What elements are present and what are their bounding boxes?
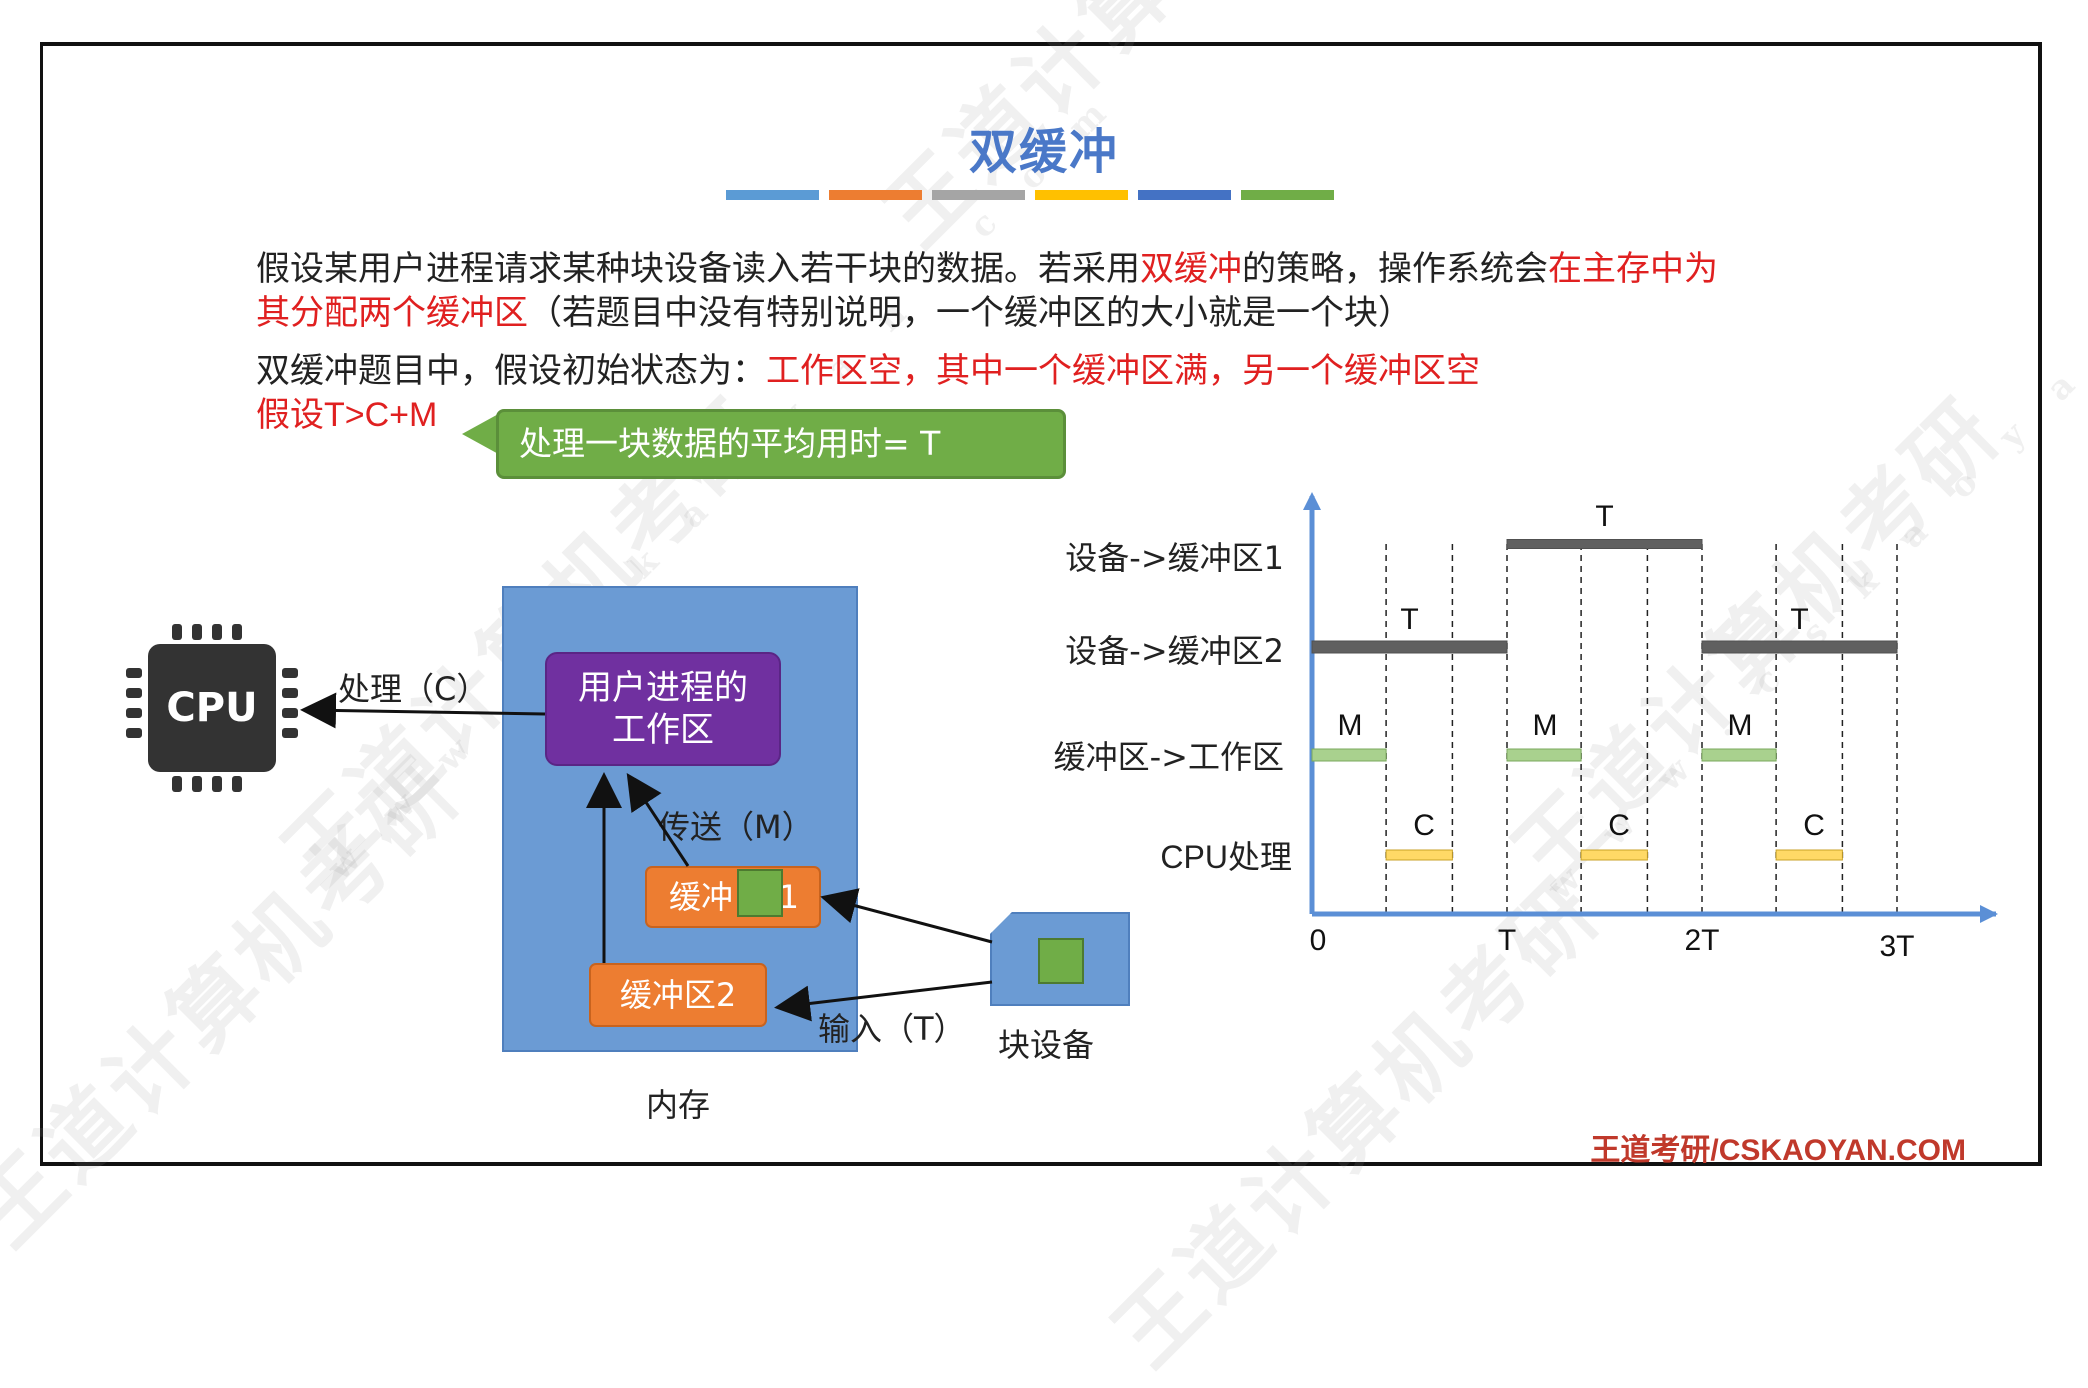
cpu-pin xyxy=(212,776,222,792)
highlight-text: 其分配两个缓冲区 xyxy=(256,293,528,333)
cpu-pin xyxy=(212,624,222,640)
paragraph-1-line1: 假设某用户进程请求某种块设备读入若干块的数据。若采用双缓冲的策略，操作系统会在主… xyxy=(256,247,1718,291)
cpu-pin xyxy=(126,728,142,738)
paragraph-2: 双缓冲题目中，假设初始状态为：工作区空，其中一个缓冲区满，另一个缓冲区空 假设T… xyxy=(256,349,1480,437)
paragraph-1: 假设某用户进程请求某种块设备读入若干块的数据。若采用双缓冲的策略，操作系统会在主… xyxy=(256,247,1718,335)
cpu-pin xyxy=(192,624,202,640)
data-block-in-buffer-1 xyxy=(737,869,783,917)
work-area-label-line1: 用户进程的 xyxy=(578,668,748,708)
cpu-pin xyxy=(172,624,182,640)
cpu-label: CPU xyxy=(166,685,258,731)
initial-state-text: 工作区空，其中一个缓冲区满，另一个缓冲区空 xyxy=(766,351,1480,391)
cpu-pin xyxy=(282,728,298,738)
color-bar xyxy=(932,190,1025,200)
row-label-device-buffer2: 设备->缓冲区2 xyxy=(1065,632,1284,670)
text-run: （若题目中没有特别说明，一个缓冲区的大小就是一个块） xyxy=(528,293,1412,333)
color-bar xyxy=(726,190,819,200)
work-area-label-line2: 工作区 xyxy=(612,710,714,750)
row-label-buffer-workarea: 缓冲区->工作区 xyxy=(1053,738,1284,776)
paragraph-1-line2: 其分配两个缓冲区（若题目中没有特别说明，一个缓冲区的大小就是一个块） xyxy=(256,291,1718,335)
text-run: 双缓冲题目中，假设初始状态为： xyxy=(256,351,766,391)
cpu-pin xyxy=(232,776,242,792)
color-bar xyxy=(1138,190,1231,200)
row-label-device-buffer1: 设备->缓冲区1 xyxy=(1065,539,1284,577)
cpu-pin xyxy=(126,688,142,698)
transfer-m-label: 传送（M） xyxy=(658,808,814,846)
cpu-pin xyxy=(232,624,242,640)
cpu-pin xyxy=(192,776,202,792)
color-bar xyxy=(1035,190,1128,200)
cpu-pin xyxy=(282,708,298,718)
device-data-block xyxy=(1038,938,1084,984)
title-color-bars xyxy=(726,190,1334,200)
text-run: 假设某用户进程请求某种块设备读入若干块的数据。若采用 xyxy=(256,249,1140,289)
cpu-pin xyxy=(172,776,182,792)
slide-title: 双缓冲 xyxy=(968,124,1119,180)
highlight-double-buffer: 双缓冲 xyxy=(1140,249,1242,289)
footer-brand: 王道考研/CSKAOYAN.COM xyxy=(1590,1134,1966,1167)
row-label-cpu: CPU处理 xyxy=(1160,839,1292,875)
callout-pointer xyxy=(462,412,502,456)
text-run: 的策略，操作系统会 xyxy=(1242,249,1548,289)
memory-label: 内存 xyxy=(646,1086,711,1124)
buffer-2-box: 缓冲区2 xyxy=(589,963,767,1027)
buffer-1-box: 缓冲 1 xyxy=(645,866,821,928)
buffer-1-label: 缓冲 xyxy=(669,878,734,916)
cpu-chip-icon: CPU xyxy=(148,644,276,772)
cpu-pin xyxy=(282,668,298,678)
input-t-label: 输入（T） xyxy=(818,1010,966,1048)
process-c-label: 处理（C） xyxy=(338,670,489,708)
color-bar xyxy=(829,190,922,200)
work-area-box: 用户进程的工作区 xyxy=(545,652,781,766)
cpu-pin xyxy=(126,708,142,718)
cpu-pin xyxy=(282,688,298,698)
highlight-text: 在主存中为 xyxy=(1548,249,1718,289)
color-bar xyxy=(1241,190,1334,200)
cpu-pin xyxy=(126,668,142,678)
assumption-text: 假设T>C+M xyxy=(256,396,438,434)
buffer-1-label-suffix: 1 xyxy=(778,878,799,916)
avg-time-callout: 处理一块数据的平均用时= T xyxy=(496,409,1066,479)
block-device-label: 块设备 xyxy=(998,1026,1095,1064)
